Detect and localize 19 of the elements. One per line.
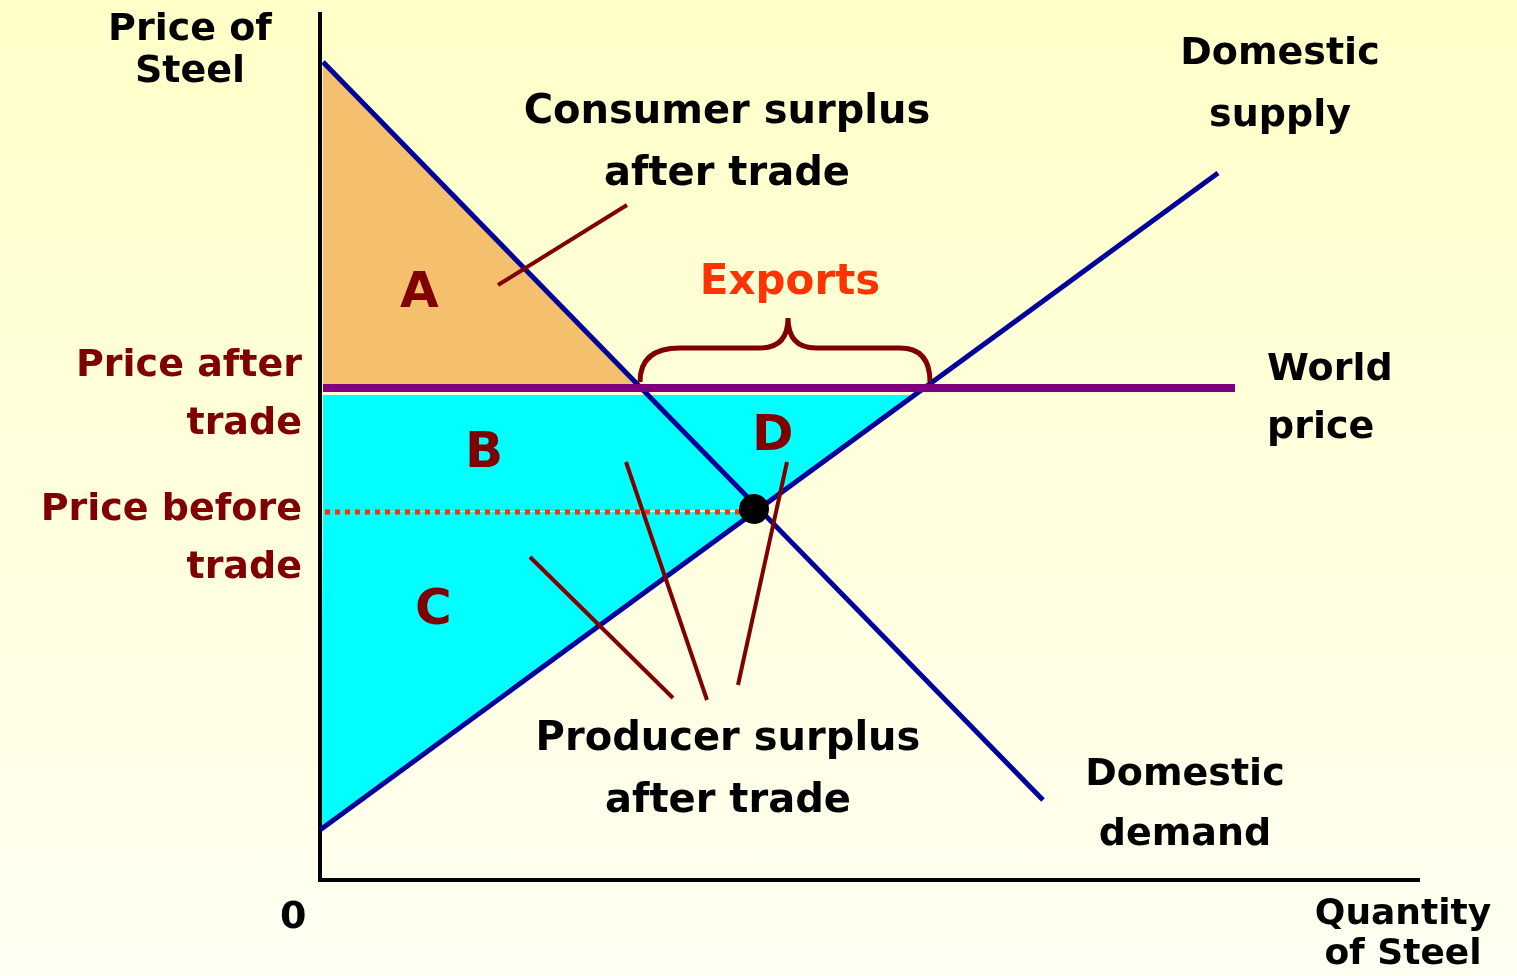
region-letter: B (465, 423, 504, 477)
leader-line (528, 555, 675, 700)
line-label: World price (1267, 344, 1394, 449)
axis-title: Quantity of Steel (1313, 892, 1493, 972)
curve-label: Domestic supply (1179, 28, 1381, 137)
annotation-text: Producer surplus after trade (534, 712, 922, 823)
axis-title: Price of Steel (107, 6, 273, 90)
price-label: Price before trade (39, 484, 302, 589)
bracket-label: Exports (698, 255, 882, 305)
leader-line (496, 203, 629, 287)
region-letter: A (400, 263, 439, 317)
region-letter: D (752, 406, 794, 460)
leader-line (736, 461, 789, 686)
region-letter: C (415, 580, 452, 634)
leader-line (624, 461, 709, 701)
axis-origin: 0 (280, 893, 308, 937)
curve-label: Domestic demand (1084, 749, 1286, 856)
annotation-text: Consumer surplus after trade (522, 85, 932, 196)
price-label: Price after trade (75, 340, 302, 445)
